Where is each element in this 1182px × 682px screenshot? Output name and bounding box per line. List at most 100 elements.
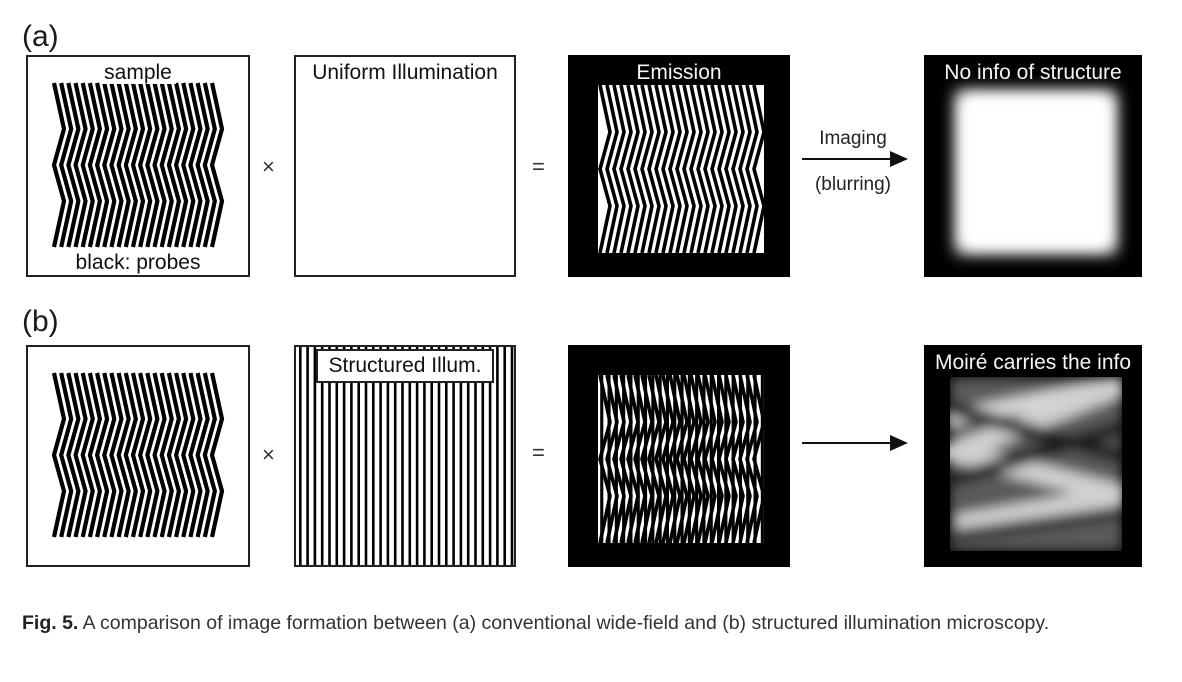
grating-stripe xyxy=(299,347,302,565)
zigzag-stripe xyxy=(123,372,138,538)
moire-result-panel-b: Moiré carries the info xyxy=(924,345,1142,567)
zigzag-stripe xyxy=(633,375,647,543)
zigzag-stripe xyxy=(752,375,764,543)
zigzag-stripe xyxy=(654,84,668,254)
emission-panel-b xyxy=(568,345,790,567)
zigzag-stripe xyxy=(717,375,731,543)
zigzag-stripe xyxy=(668,375,682,543)
grating-stripe xyxy=(328,347,331,565)
grating-stripe xyxy=(423,347,426,565)
caption-label: Fig. 5. xyxy=(22,612,79,634)
times-symbol-b: × xyxy=(262,442,275,467)
zigzag-stripe xyxy=(195,82,210,248)
zigzag-stripe xyxy=(73,82,88,248)
grating-stripe xyxy=(306,347,309,565)
grating-stripe xyxy=(335,347,339,565)
equals-symbol-a: = xyxy=(532,154,545,179)
sample-panel-b xyxy=(26,345,250,567)
grating-stripe xyxy=(510,347,514,565)
result-title-a: No info of structure xyxy=(944,61,1122,84)
zigzag-stripe xyxy=(109,82,124,248)
grating-stripe xyxy=(350,347,353,565)
row-b-label: (b) xyxy=(22,305,59,338)
grating-stripe xyxy=(313,347,317,565)
imaging-arrow-b xyxy=(802,435,908,451)
zigzag-stripe xyxy=(682,84,696,254)
zigzag-stripe xyxy=(689,84,703,254)
zigzag-stripe xyxy=(116,82,131,248)
grating-stripe xyxy=(357,347,360,565)
zigzag-stripe xyxy=(738,375,752,543)
zigzag-stripe xyxy=(159,372,174,538)
result-title-b: Moiré carries the info xyxy=(934,351,1132,374)
grating-stripe xyxy=(459,347,463,565)
zigzag-stripe xyxy=(654,375,668,543)
zigzag-stripe xyxy=(159,82,174,248)
zigzag-stripe xyxy=(661,84,675,254)
zigzag-stripe xyxy=(605,84,619,254)
zigzag-stripe xyxy=(647,84,661,254)
grating-stripe xyxy=(379,347,382,565)
grating-stripe xyxy=(481,347,485,565)
zigzag-stripe xyxy=(675,84,689,254)
zigzag-stripe xyxy=(640,84,654,254)
zigzag-stripe xyxy=(123,82,138,248)
zigzag-stripe xyxy=(116,372,131,538)
zigzag-stripe xyxy=(181,82,196,248)
zigzag-stripe xyxy=(173,82,189,248)
zigzag-stripe xyxy=(195,372,210,538)
grating-stripe xyxy=(452,347,455,565)
figure-caption: Fig. 5. A comparison of image formation … xyxy=(22,606,1162,640)
blurring-label: (blurring) xyxy=(814,174,892,195)
zigzag-stripe xyxy=(696,84,710,254)
zigzag-stripe xyxy=(745,84,759,254)
zigzag-stripe xyxy=(130,372,146,538)
zigzag-stripe xyxy=(209,372,225,538)
zigzag-stripe xyxy=(626,375,640,543)
zigzag-stripe xyxy=(80,372,95,538)
zigzag-stripe xyxy=(59,372,74,538)
zigzag-stripe xyxy=(703,84,717,254)
zigzag-stripe xyxy=(94,82,110,248)
zigzag-stripe xyxy=(109,372,124,538)
zigzag-stripe xyxy=(745,375,759,543)
zigzag-stripe xyxy=(689,375,703,543)
emission-title: Emission xyxy=(636,61,722,84)
zigzag-stripe xyxy=(668,84,682,254)
grating-stripe xyxy=(415,347,419,565)
zigzag-stripe xyxy=(703,375,717,543)
grating-stripe xyxy=(386,347,390,565)
grating-stripe xyxy=(320,347,324,565)
zigzag-stripe xyxy=(152,372,167,538)
zigzag-stripe xyxy=(598,375,612,543)
zigzag-stripe xyxy=(696,375,710,543)
equals-symbol-b: = xyxy=(532,440,545,465)
zigzag-sample-a xyxy=(51,82,225,248)
zigzag-stripe xyxy=(731,84,745,254)
caption-text: A comparison of image formation between … xyxy=(78,612,1050,634)
grating-stripe xyxy=(430,347,433,565)
zigzag-stripe xyxy=(731,375,745,543)
zigzag-stripe xyxy=(173,372,189,538)
uniform-illumination-title: Uniform Illumination xyxy=(312,61,498,84)
structured-illumination-panel: Structured Illum. xyxy=(294,345,516,567)
zigzag-stripe xyxy=(724,84,738,254)
zigzag-stripe xyxy=(647,375,661,543)
zigzag-stripe xyxy=(51,372,67,538)
grating-stripe xyxy=(488,347,492,565)
zigzag-stripe xyxy=(73,372,88,538)
sample-panel-a: sample black: probes xyxy=(26,55,250,277)
zigzag-stripe xyxy=(605,375,619,543)
imaging-label: Imaging xyxy=(819,128,887,149)
imaging-arrow-a xyxy=(802,151,908,167)
zigzag-stripe xyxy=(66,372,81,538)
zigzag-stripe xyxy=(51,82,67,248)
zigzag-stripe xyxy=(138,82,153,248)
zigzag-stripe xyxy=(145,372,160,538)
zigzag-stripe xyxy=(598,84,612,254)
zigzag-sample-b xyxy=(51,372,225,538)
zigzag-stripe xyxy=(138,372,153,538)
zigzag-stripe xyxy=(80,82,95,248)
zigzag-stripe xyxy=(102,372,117,538)
sample-title: sample xyxy=(28,61,248,85)
